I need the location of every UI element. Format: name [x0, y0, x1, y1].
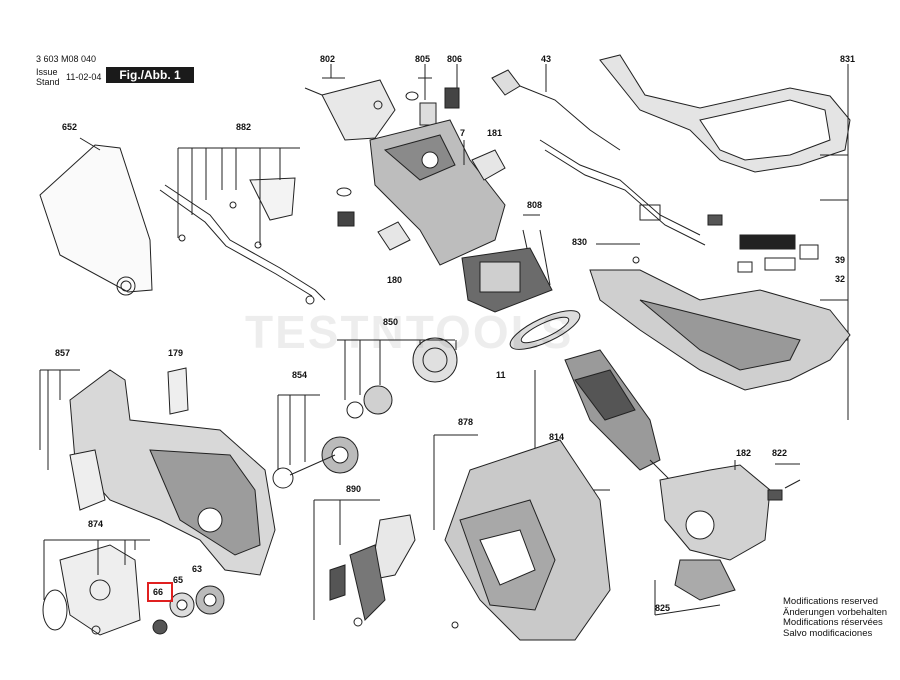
label-814: 814: [549, 432, 564, 442]
label-882: 882: [236, 122, 251, 132]
figure-label: Fig./Abb. 1: [106, 67, 194, 83]
label-830: 830: [572, 237, 587, 247]
part-179-label: [167, 367, 189, 415]
label-890: 890: [346, 484, 361, 494]
note-line: Modifications réservées: [783, 617, 883, 629]
part-831-handle: [599, 54, 851, 420]
modification-notes: Modifications reserved Änderungen vorbeh…: [783, 596, 888, 639]
part-854-output-shaft: [272, 394, 359, 489]
part-wiring: [539, 139, 819, 273]
label-39: 39: [835, 255, 845, 265]
label-66: 66: [153, 587, 163, 597]
part-822-spring: [767, 463, 801, 501]
part-652-guard-cover: [39, 137, 153, 296]
label-850: 850: [383, 317, 398, 327]
label-181: 181: [487, 128, 502, 138]
part-805-806-switch: [405, 64, 460, 126]
issue-date: 11-02-04: [66, 72, 102, 82]
part-66-bolt: [152, 619, 168, 635]
label-808: 808: [527, 200, 542, 210]
part-878-blade: [433, 434, 611, 641]
part-850-gear-assembly: [337, 337, 458, 419]
label-802: 802: [320, 54, 335, 64]
part-857-upper-guard: [39, 369, 276, 576]
label-825: 825: [655, 603, 670, 613]
part-stator: [461, 247, 553, 313]
part-180-brush-plate: [336, 187, 411, 251]
label-32: 32: [835, 274, 845, 284]
label-822: 822: [772, 448, 787, 458]
label-179: 179: [168, 348, 183, 358]
part-830-base-housing: [589, 243, 851, 391]
part-882-linkage: [159, 147, 326, 305]
label-180: 180: [387, 275, 402, 285]
doc-number: 3 603 M08 040: [36, 54, 97, 64]
part-874-lower-cover: [42, 539, 150, 636]
label-878: 878: [458, 417, 473, 427]
label-182: 182: [736, 448, 751, 458]
label-43: 43: [541, 54, 551, 64]
note-line: Änderungen vorbehalten: [783, 606, 888, 618]
part-802-cap: [304, 64, 396, 141]
label-65: 65: [173, 575, 183, 585]
watermark: TESTNTOOLS: [245, 306, 574, 358]
part-63-flange: [195, 585, 225, 615]
label-63: 63: [192, 564, 202, 574]
label-11: 11: [496, 370, 506, 380]
part-65-washer: [169, 592, 195, 618]
label-805: 805: [415, 54, 430, 64]
part-181-brush-plate: [471, 149, 506, 181]
label-857: 857: [55, 348, 70, 358]
label-652: 652: [62, 122, 77, 132]
note-line: Salvo modificaciones: [783, 627, 873, 639]
part-825-lines: [654, 580, 721, 616]
stand-label: Stand: [36, 77, 60, 87]
part-11-ring: [509, 310, 581, 350]
highlight-66-box: [147, 582, 173, 602]
part-7-motor-housing: [369, 119, 506, 266]
part-182-bracket: [659, 460, 771, 601]
part-labels: 652 882 802 805 806 43 831 7 181 808 830…: [55, 54, 855, 613]
label-874: 874: [88, 519, 103, 529]
part-43-power-cord: [491, 64, 621, 151]
part-890-riving-knife: [313, 499, 416, 627]
issue-label: Issue: [36, 67, 58, 77]
label-854: 854: [292, 370, 307, 380]
label-806: 806: [447, 54, 462, 64]
label-831: 831: [840, 54, 855, 64]
note-line: Modifications reserved: [783, 596, 879, 607]
label-7: 7: [460, 128, 465, 138]
